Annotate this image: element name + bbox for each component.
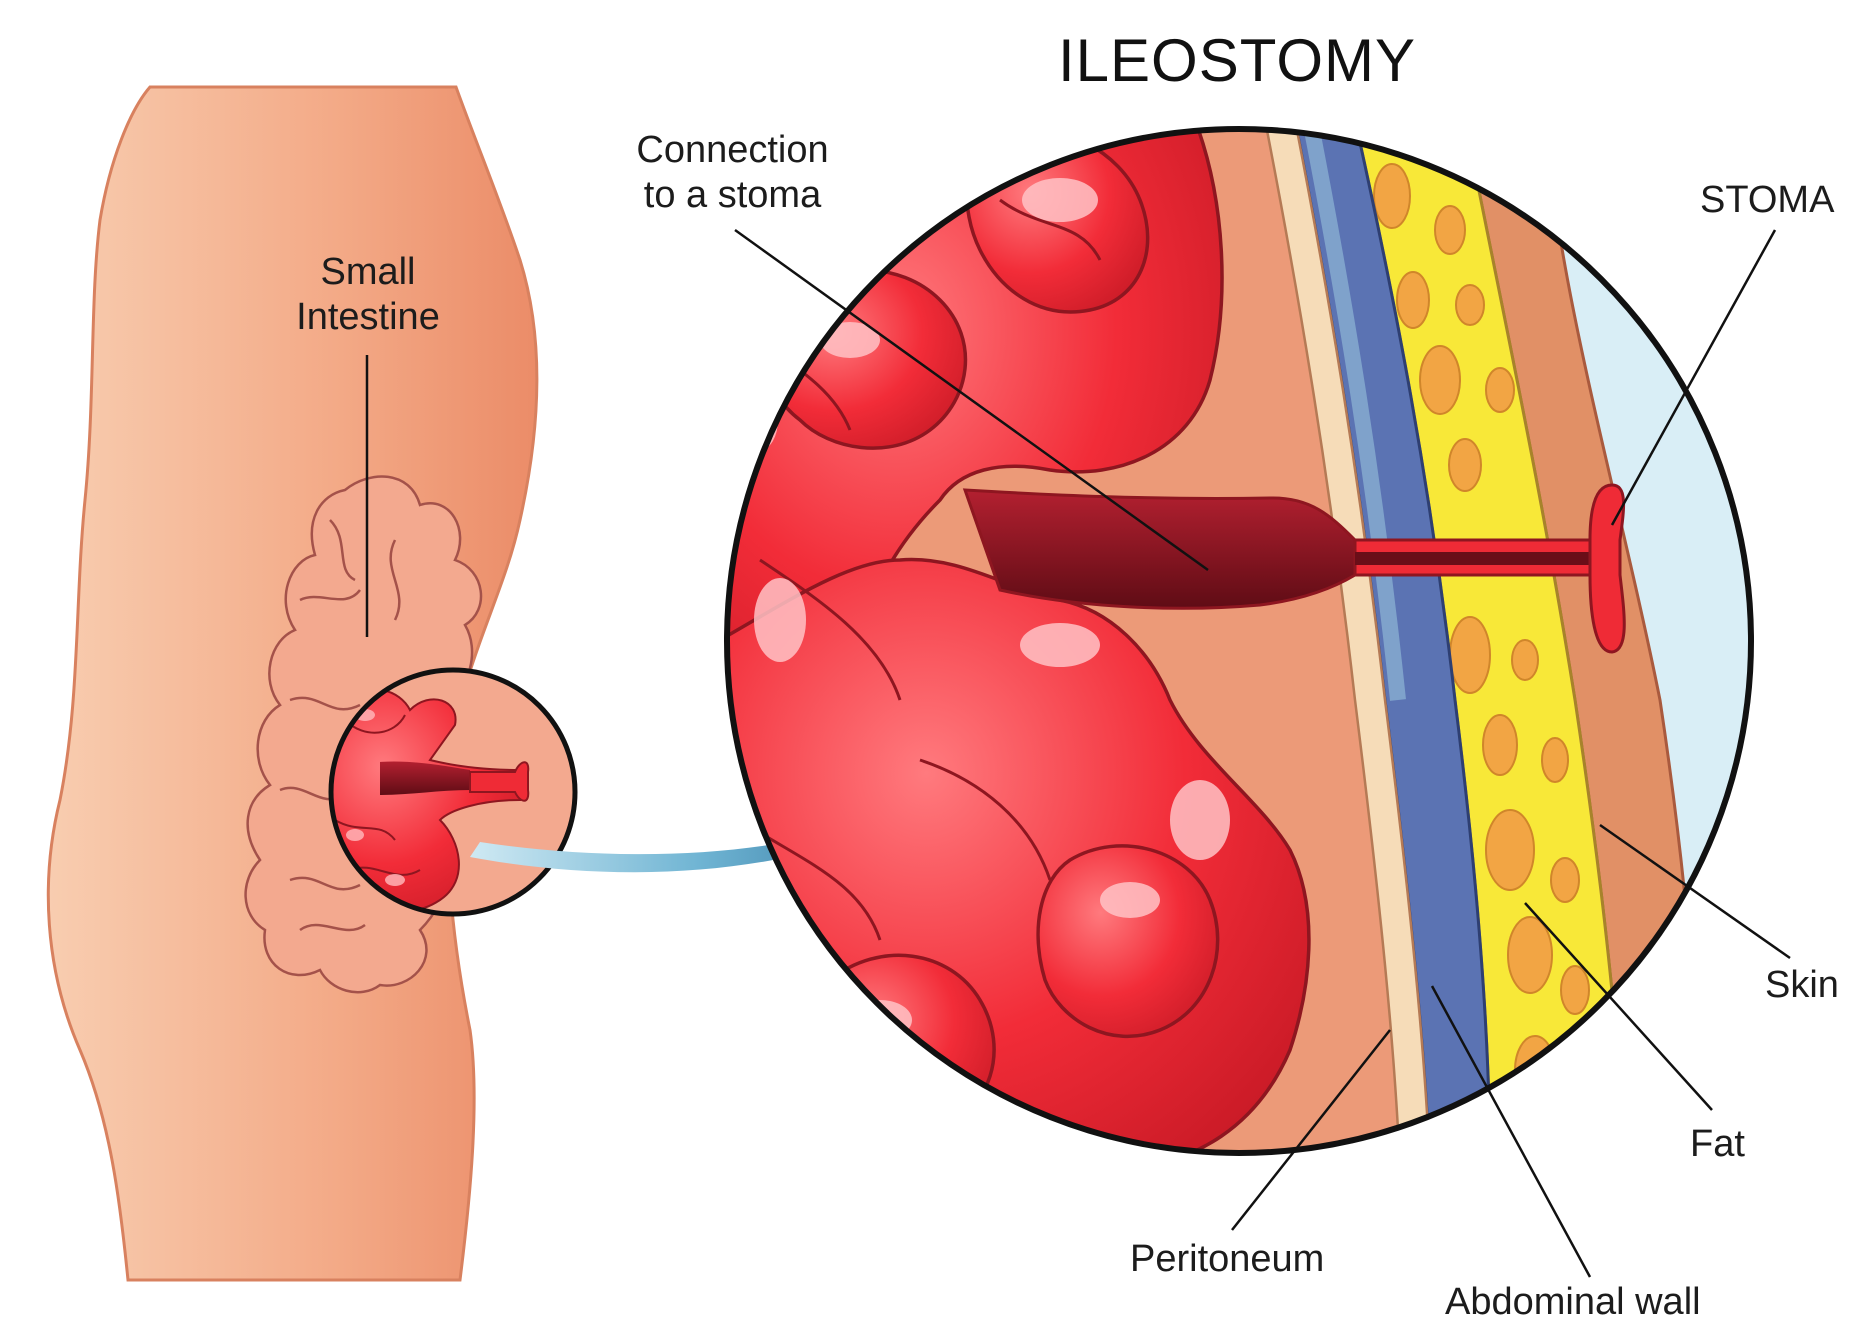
stoma-bud [1588, 483, 1626, 654]
magnifier-ring-small [328, 667, 578, 917]
label-small-intestine: Small Intestine [285, 250, 451, 340]
leader-skin [1599, 823, 1791, 960]
diagram-title: ILEOSTOMY [1058, 27, 1416, 94]
leader-abdominal-wall [1430, 985, 1592, 1278]
leader-fat [1524, 902, 1713, 1111]
leader-connection [734, 228, 1209, 572]
label-peritoneum: Peritoneum [1130, 1238, 1325, 1280]
leader-stoma [1610, 229, 1777, 526]
label-skin: Skin [1765, 964, 1839, 1006]
label-abdominal-wall: Abdominal wall [1445, 1281, 1701, 1323]
label-small-intestine-line1: Small [320, 251, 416, 293]
leader-lines [365, 228, 1791, 1278]
leader-peritoneum [1231, 1029, 1391, 1231]
peritoneum-layer [1263, 129, 1432, 1153]
label-fat: Fat [1690, 1123, 1745, 1165]
magnifier-ring-large [724, 126, 1754, 1156]
label-small-intestine-line2: Intestine [296, 295, 440, 338]
label-stoma: STOMA [1700, 179, 1835, 221]
label-connection-line1: Connection [636, 129, 829, 171]
fat-globules [1373, 163, 1590, 1105]
label-connection-to-stoma: Connection to a stoma [620, 128, 845, 218]
label-connection-line2: to a stoma [643, 173, 822, 216]
ileum-lumen [962, 488, 1357, 610]
